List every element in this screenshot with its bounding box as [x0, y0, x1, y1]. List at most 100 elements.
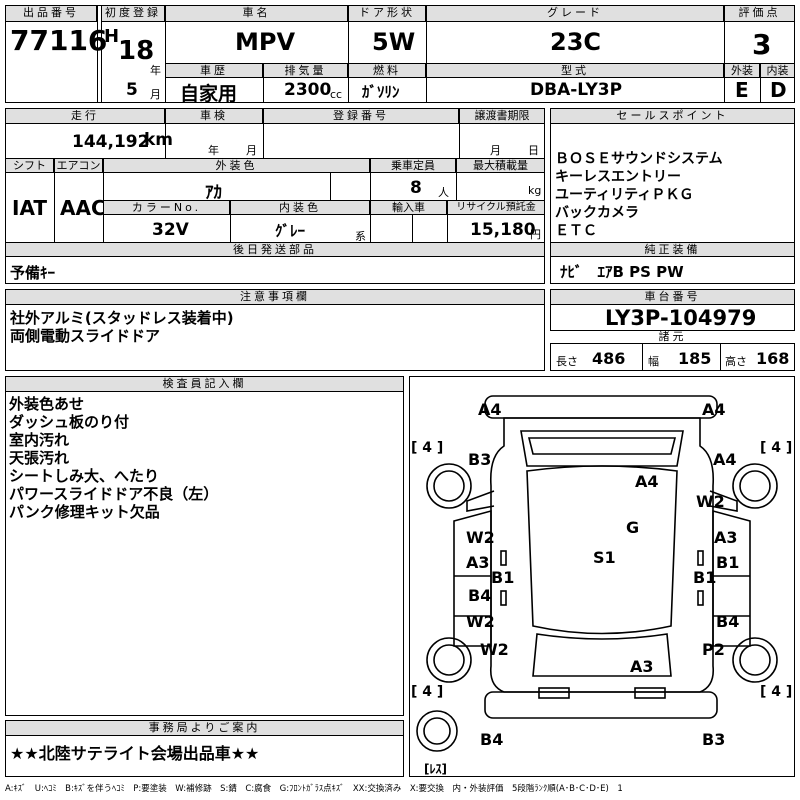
sales-item: ＢＯＳＥサウンドシステム [555, 151, 723, 167]
hood-shape [527, 437, 677, 455]
inspector-item: パワースライドドア不良（左） [9, 485, 219, 503]
width-label: 幅 [648, 355, 659, 368]
code-front-right-fender: A4 [713, 450, 737, 469]
inspector-list: 外装色あせ ダッシュ板のり付 室内汚れ 天張汚れ シートしみ大、へたり パワース… [9, 395, 218, 521]
transfer-month-unit: 月 [490, 144, 501, 157]
reg-year-unit: 年 [150, 64, 161, 77]
model-code: DBA-LY3P [530, 80, 623, 100]
reg-year: 18 [118, 36, 155, 66]
grade-header: グレード [426, 5, 724, 22]
transfer-header: 譲渡書期限 [459, 108, 545, 124]
inspector-item: 天張汚れ [9, 449, 70, 467]
spare-tire-status: [ﾚｽ] [424, 762, 447, 776]
lot-number: 77116 [10, 24, 108, 57]
grade: 23C [550, 28, 602, 56]
width-value: 185 [678, 349, 712, 368]
color: ｱｶ [205, 183, 222, 203]
spare-wheel-shape [416, 710, 458, 752]
lot-header: 出品番号 [5, 5, 97, 22]
reg-month-unit: 月 [150, 88, 161, 101]
load-header: 最大積載量 [456, 158, 545, 173]
recycle-unit: 円 [530, 228, 541, 241]
first-reg-header: 初度登録 [101, 5, 165, 22]
rear-right-wheel-shape [732, 637, 778, 683]
caution-list: 社外アルミ(スタッドレス装着中) 両側電動スライドドア [10, 309, 234, 345]
code-right-quarter: P2 [702, 640, 725, 659]
inspector-header: 検査員記入欄 [5, 376, 404, 392]
ext-grade: E [735, 78, 749, 102]
inspection-year-unit: 年 [208, 144, 219, 157]
inspector-item: ダッシュ板のり付 [9, 413, 130, 431]
body-outline [489, 417, 715, 693]
code-right-rear-door-b4: B4 [716, 612, 740, 631]
office-header: 事務局よりご案内 [5, 720, 404, 736]
inspector-item: シートしみ大、へたり [9, 467, 160, 485]
code-right-mirror-area: W2 [696, 492, 725, 511]
model-header: 型式 [426, 63, 724, 78]
color-no-header: カラーNo. [103, 200, 230, 215]
sales-item: バックカメラ [555, 205, 639, 221]
door-header: ドア形状 [348, 5, 426, 22]
int-color-header: 内装色 [230, 200, 370, 215]
shift: IAT [12, 196, 48, 220]
transfer-day-unit: 日 [528, 144, 539, 157]
displacement-header: 排気量 [263, 63, 348, 78]
rear-bumper-shape [484, 691, 718, 719]
later-parts: 予備ｷｰ [10, 264, 56, 282]
era: H [104, 26, 120, 47]
ext-header: 外装 [724, 63, 760, 78]
code-left-rocker: B1 [491, 568, 515, 587]
sales-header: セールスポイント [550, 108, 795, 124]
length-value: 486 [592, 349, 626, 368]
tire-rear-right: [ 4 ] [760, 684, 793, 700]
mileage: 144,192 [72, 132, 150, 152]
load-unit: kg [528, 184, 542, 197]
tire-front-right: [ 4 ] [760, 440, 793, 456]
inspector-item: 外装色あせ [9, 395, 85, 413]
ac-header: エアコン [54, 158, 103, 173]
left-door-shape [453, 509, 492, 647]
length-label: 長さ [556, 355, 578, 368]
mileage-header: 走行 [5, 108, 165, 124]
inspector-item: パンク修理キット欠品 [9, 503, 160, 521]
roof-shape [526, 465, 678, 635]
code-seat: S1 [593, 548, 616, 567]
rear-left-wheel-shape [426, 637, 472, 683]
right-door-shape [712, 509, 751, 647]
specs-header: 諸元 [550, 330, 795, 344]
inspector-item: 室内汚れ [9, 431, 70, 449]
shift-header: シフト [5, 158, 54, 173]
displacement: 2300 [284, 80, 332, 100]
fuel-header: 燃料 [348, 63, 426, 78]
score: 3 [752, 28, 772, 61]
code-rear-left-bumper: B4 [480, 730, 504, 749]
door-type: 5W [372, 28, 416, 56]
code-left-rear-door-b4: B4 [468, 586, 492, 605]
sales-item: ユーティリティＰＫＧ [555, 187, 694, 203]
mileage-unit: km [144, 130, 174, 150]
sales-item: ＥＴＣ [555, 223, 597, 239]
tire-front-left: [ 4 ] [411, 440, 444, 456]
history-header: 車歴 [165, 63, 263, 78]
code-front-left-bumper: A4 [478, 400, 502, 419]
rear-window-shape [532, 633, 672, 677]
color-no: 32V [152, 220, 189, 240]
capacity: 8 [410, 178, 422, 198]
later-parts-header: 後日発送部品 [5, 242, 545, 257]
chassis-number: LY3P-104979 [605, 306, 757, 330]
front-bumper-shape [484, 395, 718, 419]
recycle-header: リサイクル預託金 [447, 200, 545, 215]
legend: A:ｷｽﾞ U:ﾍｺﾐ B:ｷｽﾞを伴うﾍｺﾐ P:要塗装 W:補修跡 S:錆 … [5, 784, 623, 794]
car-name-header: 車名 [165, 5, 348, 22]
reg-no-header: 登録番号 [263, 108, 459, 124]
code-windshield: G [626, 518, 640, 537]
car-diagram-frame [409, 376, 795, 777]
int-grade: D [770, 78, 787, 102]
int-color: ｸﾞﾚｰ [275, 222, 306, 240]
equipment: ﾅﾋﾞ ｴｱB PS PW [560, 263, 684, 281]
car-name: MPV [235, 28, 296, 56]
code-front-left-fender: B3 [468, 450, 492, 469]
code-right-rocker: B1 [693, 568, 717, 587]
capacity-header: 乗車定員 [370, 158, 456, 173]
front-right-wheel-shape [732, 463, 778, 509]
